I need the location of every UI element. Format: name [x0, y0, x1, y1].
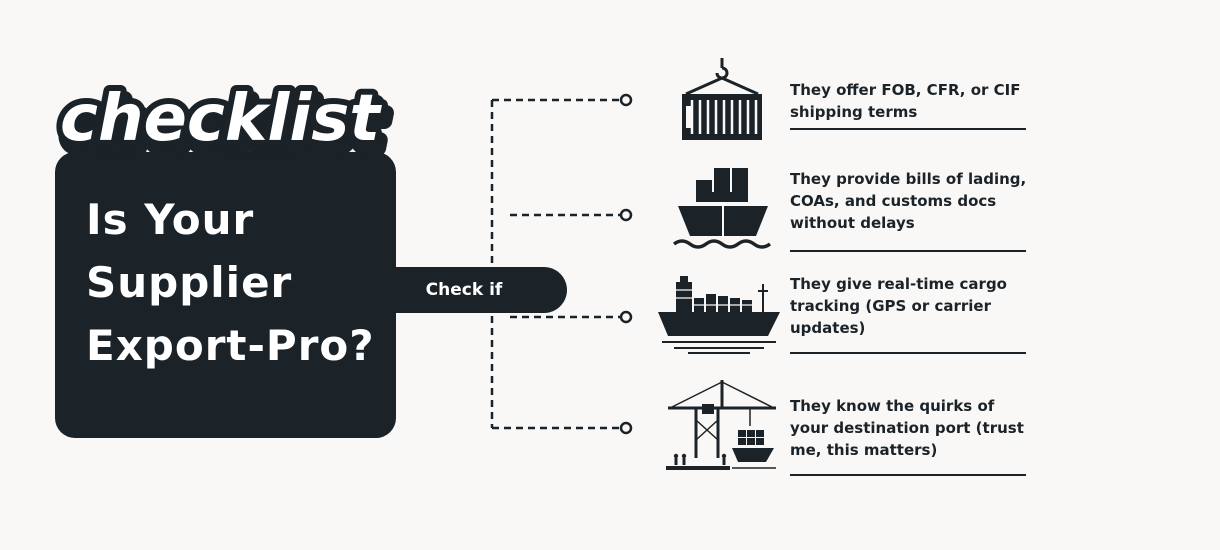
item-1-text: They offer FOB, CFR, or CIF shipping ter…: [790, 81, 1021, 121]
item-3-text: They give real-time cargo tracking (GPS …: [790, 275, 1007, 337]
page-title: Is Your Supplier Export-Pro?: [86, 188, 386, 377]
container-crane-hook-icon: [682, 58, 762, 140]
check-if-pill: [396, 267, 567, 313]
item-4-divider: [790, 474, 1026, 476]
checklist-heading: checklist checklist checklist: [54, 76, 394, 164]
item-2-divider: [790, 250, 1026, 252]
title-line-2: Supplier: [86, 258, 293, 307]
container-vessel-icon: [658, 276, 780, 354]
item-3-divider: [790, 352, 1026, 354]
port-gantry-crane-icon: [666, 380, 776, 470]
checklist-outline: checklist: [60, 82, 382, 156]
checklist-word: checklist: [60, 82, 382, 156]
title-card: [55, 152, 396, 438]
item-4-text: They know the quirks of your destination…: [790, 397, 1024, 459]
cargo-ship-bow-icon: [672, 168, 772, 249]
checklist-shadow: checklist: [64, 90, 386, 164]
title-line-1: Is Your: [86, 195, 255, 244]
connector-node-4: [619, 421, 633, 435]
connector-node-1: [619, 93, 633, 107]
check-if-label: Check if: [425, 280, 503, 300]
item-1-divider: [790, 128, 1026, 130]
connector-node-3: [619, 310, 633, 324]
title-line-3: Export-Pro?: [86, 321, 375, 370]
connector-node-2: [619, 208, 633, 222]
item-2-text: They provide bills of lading, COAs, and …: [790, 170, 1027, 232]
